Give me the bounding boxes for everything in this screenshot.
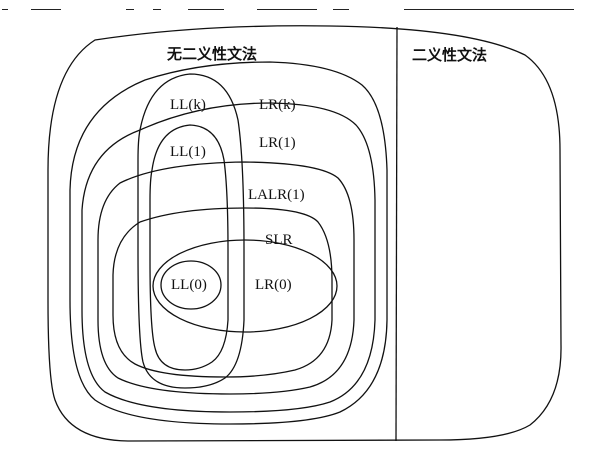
llk-boundary [137,73,245,389]
all-grammars-boundary [47,25,562,442]
lr0-boundary [152,239,338,333]
lr1-label: LR(1) [259,135,296,151]
llk-label: LL(k) [170,97,206,113]
ll0-label: LL(0) [171,277,207,293]
lrk-label: LR(k) [259,97,296,113]
unambiguous-grammar-label: 无二义性文法 [167,45,258,63]
ll0-boundary [160,260,222,310]
lr1-boundary [81,102,376,413]
slr-label: SLR [265,232,293,248]
ll1-boundary [149,124,229,371]
ll1-label: LL(1) [170,144,206,160]
lrk-boundary [69,61,388,425]
region-divider [395,26,398,442]
ambiguous-grammar-label: 二义性文法 [412,46,488,64]
lalr1-label: LALR(1) [248,187,305,203]
lalr1-boundary [97,161,355,395]
cropped-text-line [0,0,614,10]
lr0-label: LR(0) [255,277,292,293]
slr-boundary [112,207,333,378]
